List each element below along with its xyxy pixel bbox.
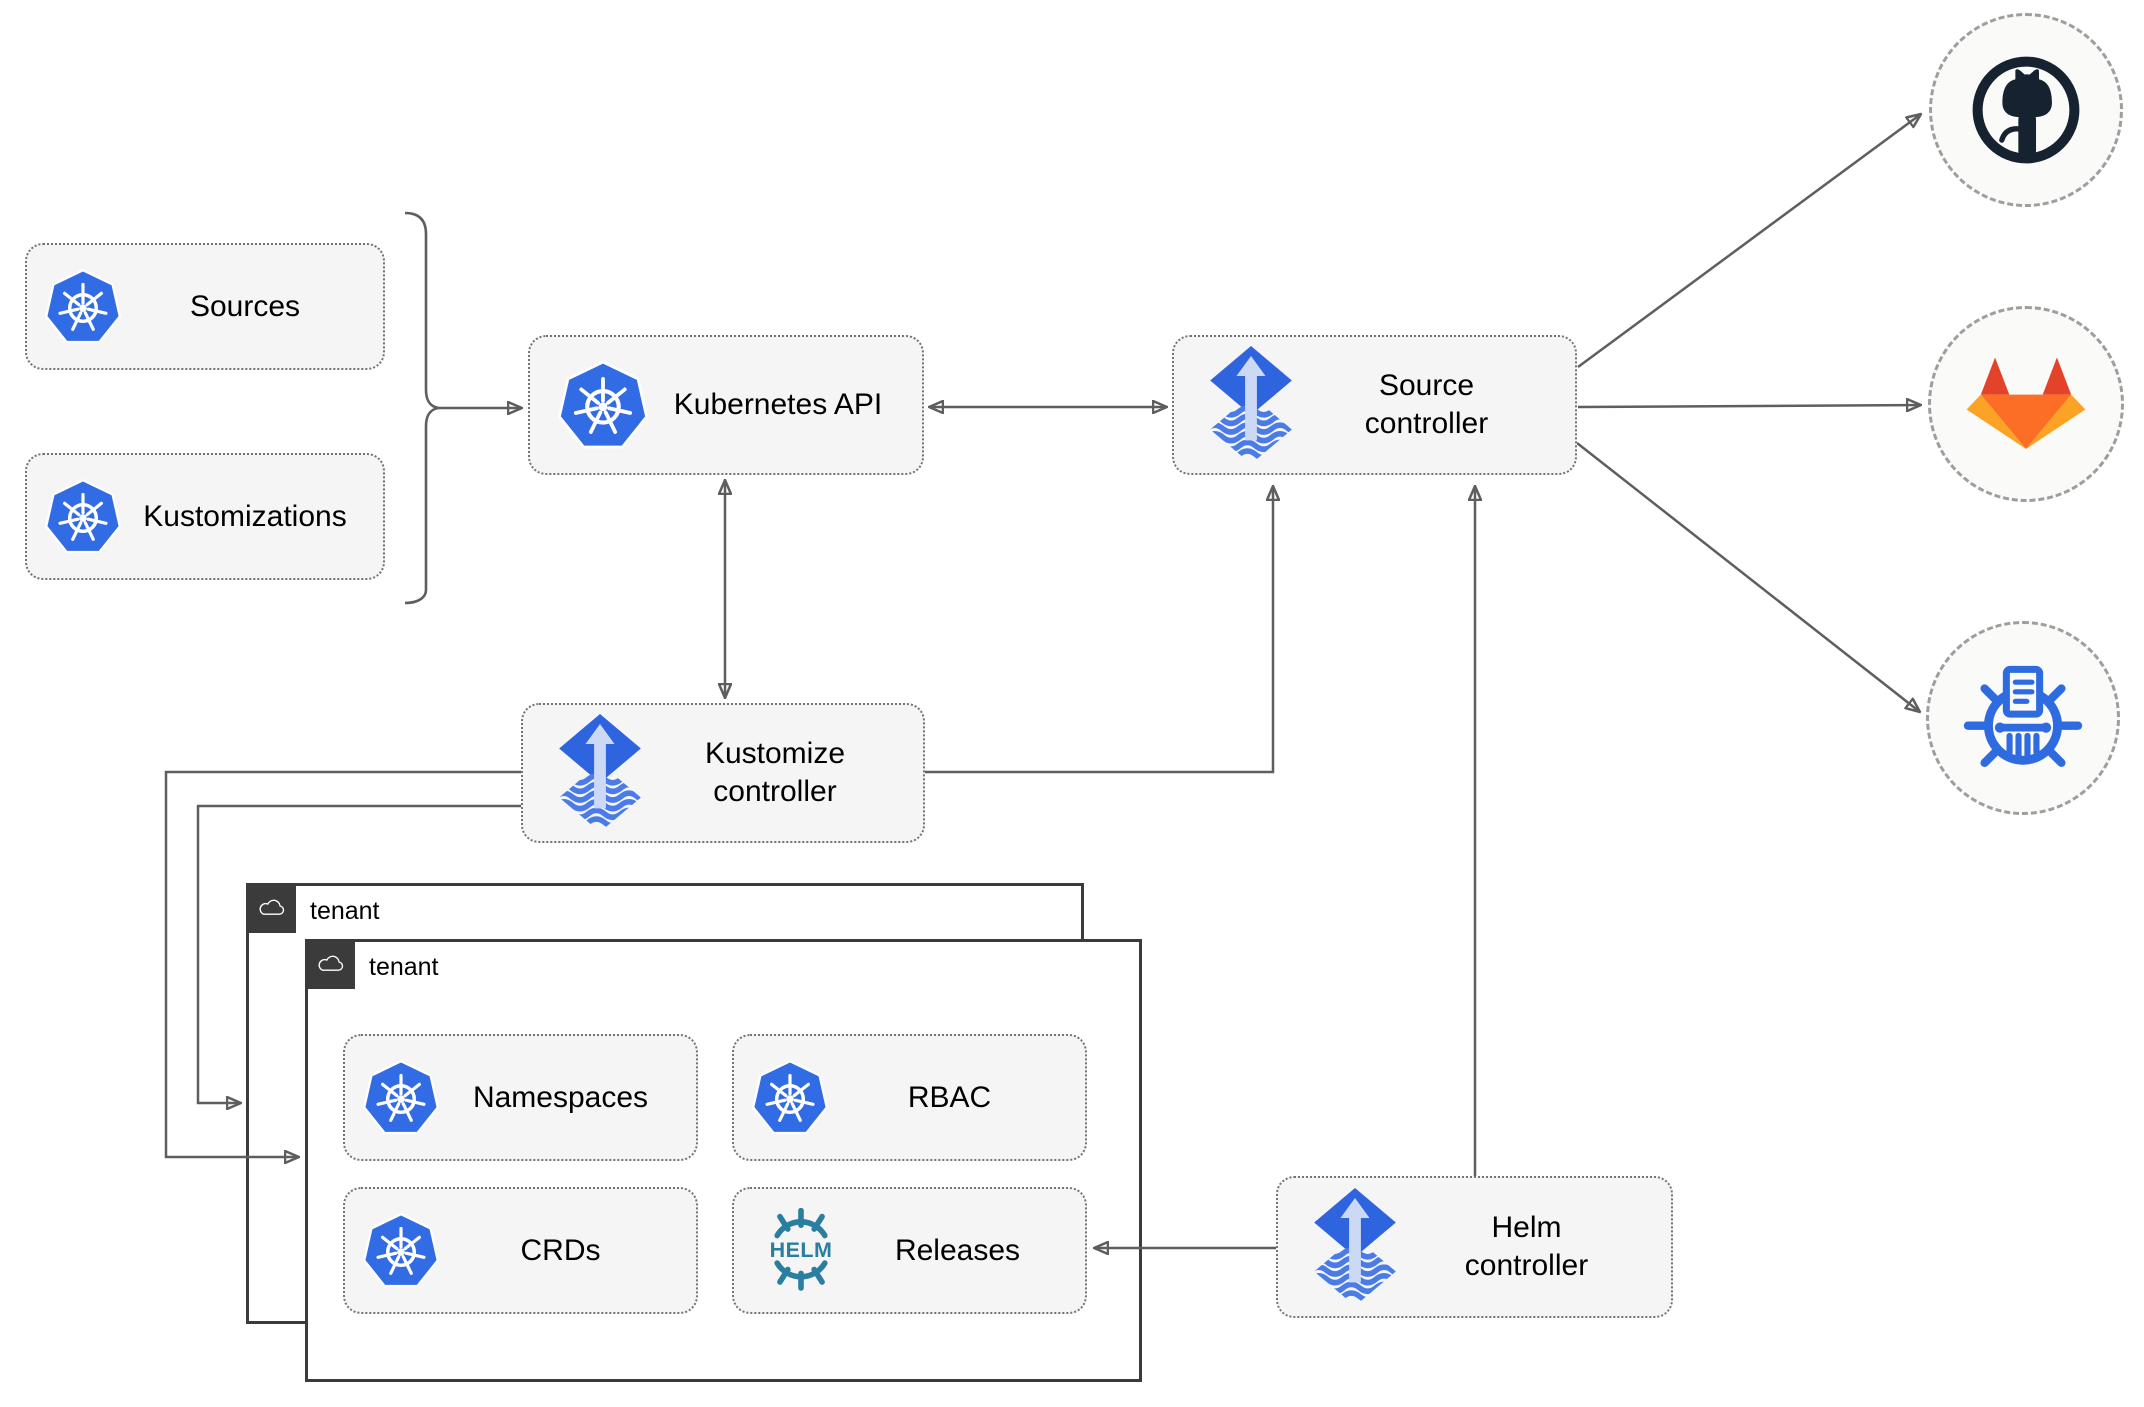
kubernetes-icon bbox=[45, 267, 121, 346]
node-label: Helm controller bbox=[1464, 1211, 1589, 1282]
node-label: Kustomize controller bbox=[704, 737, 846, 808]
edge-source-controller-to-chartmuseum bbox=[1576, 442, 1920, 712]
grouping-brace bbox=[404, 211, 440, 605]
cloud-icon bbox=[315, 953, 346, 975]
endpoint-gitlab bbox=[1928, 306, 2124, 502]
node-helm-controller: Helm controller bbox=[1276, 1176, 1673, 1318]
tenant-label: tenant bbox=[310, 897, 380, 925]
helm-icon bbox=[758, 1208, 844, 1294]
flux-icon bbox=[1210, 346, 1292, 464]
node-label: Namespaces bbox=[472, 1080, 649, 1114]
gitlab-icon bbox=[1964, 355, 2088, 454]
tenant-label: tenant bbox=[369, 953, 439, 981]
node-releases: Releases bbox=[732, 1187, 1087, 1314]
kubernetes-icon bbox=[45, 477, 121, 556]
node-source-controller: Source controller bbox=[1172, 335, 1577, 475]
node-label: Sources bbox=[189, 289, 301, 323]
node-label: Source controller bbox=[1364, 369, 1489, 440]
node-kustomizations: Kustomizations bbox=[25, 453, 385, 580]
kubernetes-icon bbox=[363, 1058, 439, 1137]
node-sources: Sources bbox=[25, 243, 385, 370]
node-kustomize-controller: Kustomize controller bbox=[521, 703, 925, 843]
node-label: Kustomizations bbox=[143, 499, 347, 533]
node-label: Kubernetes API bbox=[673, 388, 883, 421]
tenant-tab bbox=[246, 883, 296, 933]
flux-icon bbox=[1314, 1188, 1396, 1306]
node-label: CRDs bbox=[520, 1233, 601, 1267]
flux-icon bbox=[559, 714, 641, 832]
github-icon bbox=[1967, 51, 2085, 169]
node-namespaces: Namespaces bbox=[343, 1034, 698, 1161]
cloud-icon bbox=[256, 897, 287, 919]
node-kubernetes-api: Kubernetes API bbox=[528, 335, 924, 475]
endpoint-github bbox=[1929, 13, 2123, 207]
node-label: Releases bbox=[894, 1233, 1021, 1267]
node-label: RBAC bbox=[907, 1080, 992, 1114]
edge-kustomize-controller-to-source-controller bbox=[925, 486, 1273, 774]
kubernetes-icon bbox=[363, 1211, 439, 1290]
chartmuseum-icon bbox=[1959, 654, 2087, 782]
edge-source-controller-to-gitlab bbox=[1577, 405, 1921, 407]
kubernetes-icon bbox=[752, 1058, 828, 1137]
tenant-tab bbox=[305, 939, 355, 989]
endpoint-chartmuseum bbox=[1926, 621, 2120, 815]
edge-source-controller-to-github bbox=[1577, 114, 1921, 369]
kubernetes-icon bbox=[558, 358, 648, 452]
node-crds: CRDs bbox=[343, 1187, 698, 1314]
node-rbac: RBAC bbox=[732, 1034, 1087, 1161]
